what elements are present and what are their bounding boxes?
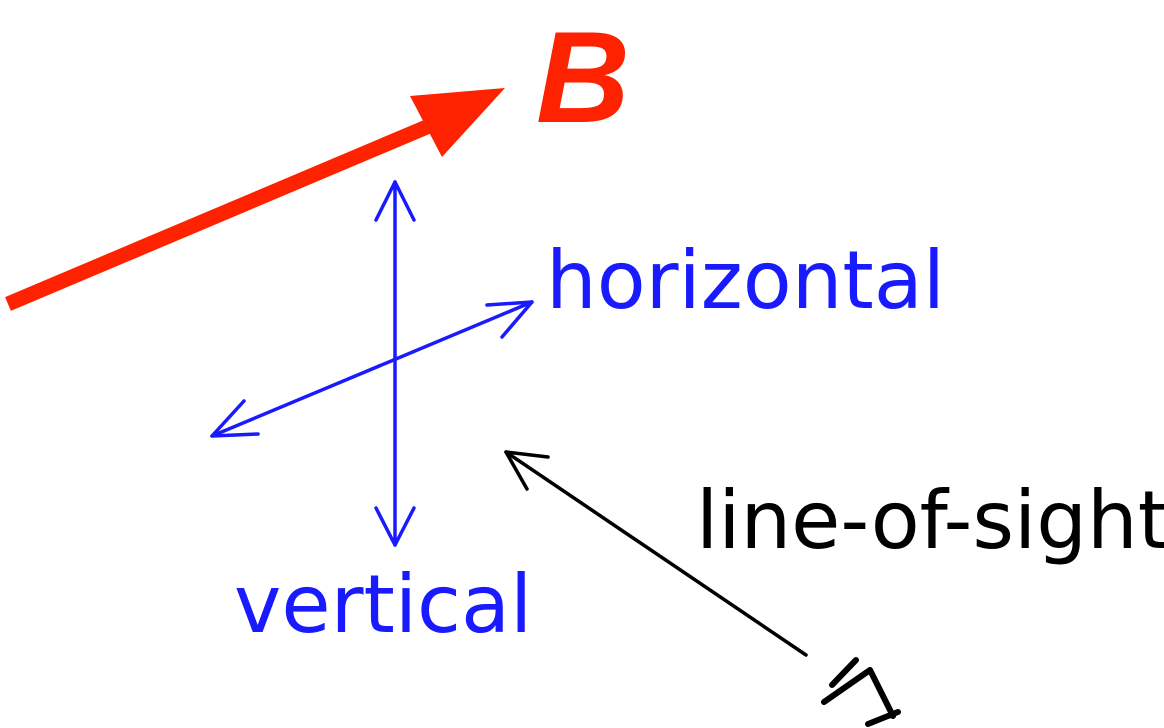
magnetic-field-arrow-head: [410, 88, 505, 157]
horizontal-polarization-arrow: [210, 300, 534, 438]
vertical-polarization-arrow: [374, 180, 416, 547]
magnetic-field-arrow-shaft: [5, 111, 451, 311]
horizontal-label: horizontal: [546, 234, 945, 327]
line-of-sight-arrow: [504, 450, 808, 657]
eye-icon: [821, 657, 901, 727]
magnetic-field-label: B: [536, 4, 630, 150]
vertical-label: vertical: [234, 558, 532, 651]
line-of-sight-label: line-of-sight: [696, 474, 1164, 567]
magnetic-field-arrow: [5, 88, 505, 311]
